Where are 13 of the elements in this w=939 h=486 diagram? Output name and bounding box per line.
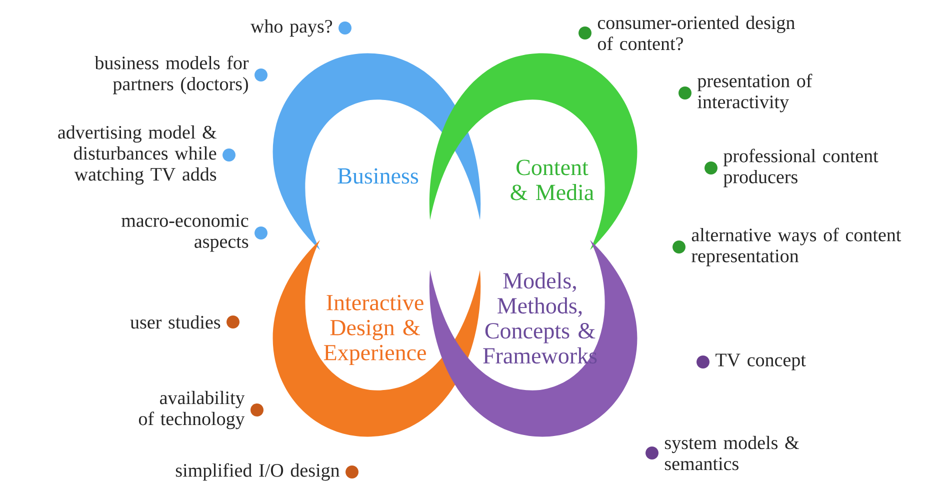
bullet-text: consumer-oriented design of content? (598, 16, 795, 50)
bullet-text: business models for partners (doctors) (94, 56, 249, 94)
bullet-text: who pays? (250, 19, 332, 37)
bullet-text: advertising model & disturbances while watching TV adds (58, 125, 216, 185)
bullet-text: user studies (130, 315, 220, 329)
bullet-text: macro-economic aspects (122, 214, 248, 252)
bullet-text: professional content producers (724, 148, 878, 188)
bullet-text: availability of technology (138, 390, 245, 430)
bullet-text: simplified I/O design (176, 463, 340, 481)
bullet-text: presentation of interactivity (698, 74, 812, 112)
bullet-text: TV concept (716, 354, 806, 370)
bullet-text: alternative ways of content representation (692, 228, 902, 266)
bullet-text: system models & semantics (665, 436, 799, 470)
